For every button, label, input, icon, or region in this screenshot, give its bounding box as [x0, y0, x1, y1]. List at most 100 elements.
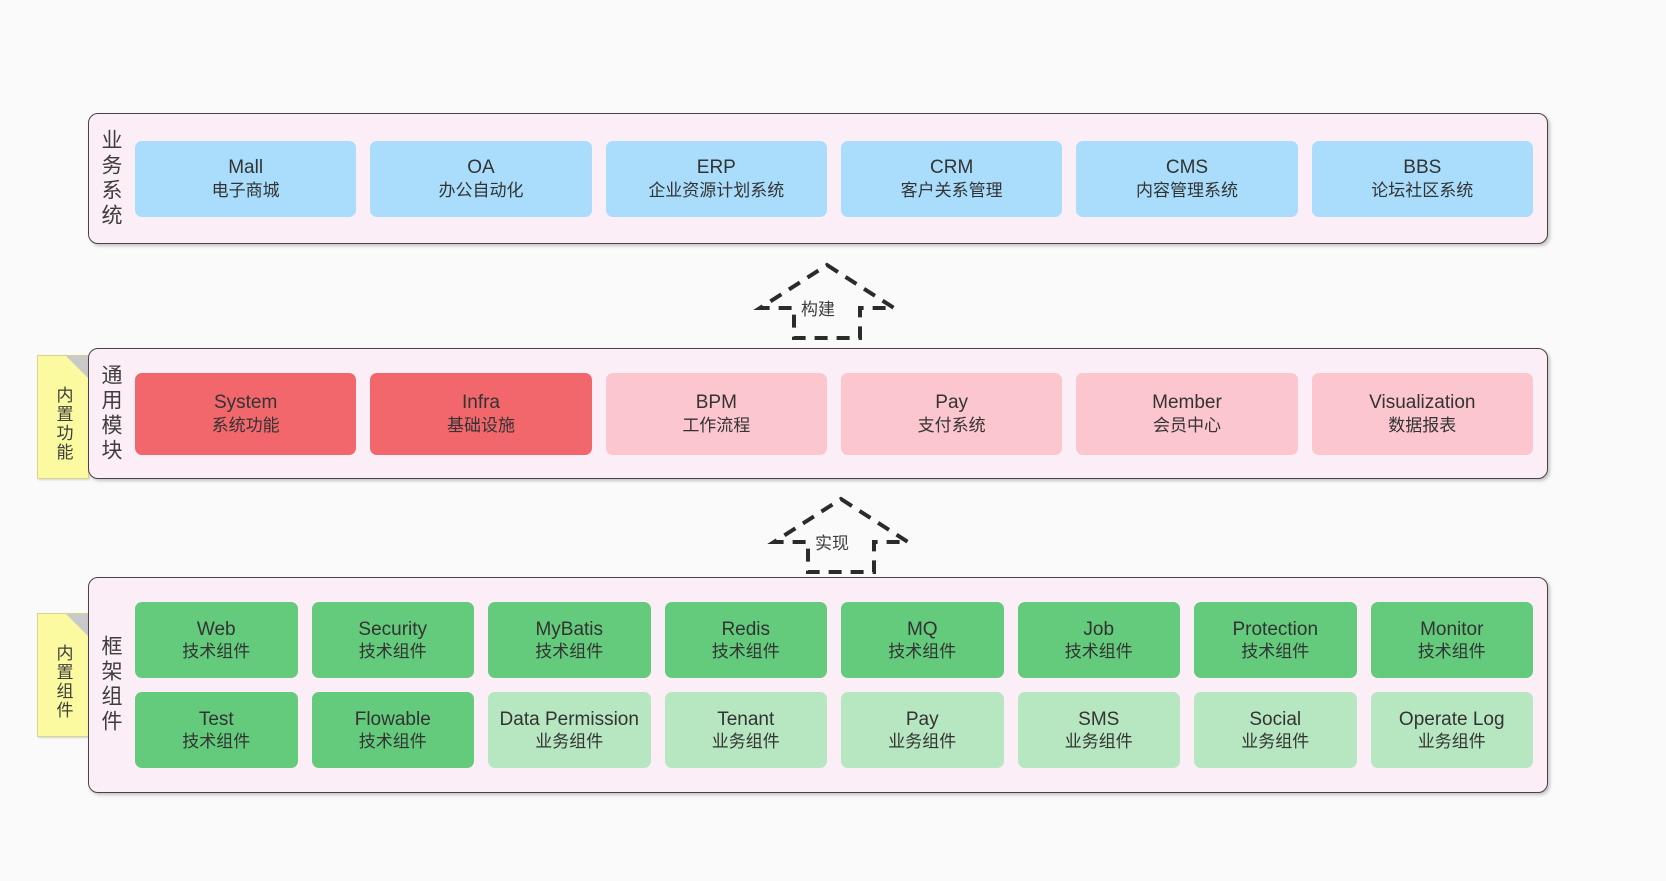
- card-subtitle: 技术组件: [1241, 642, 1310, 662]
- card-subtitle: 技术组件: [888, 642, 957, 662]
- layer-title-business-system: 业务系统: [99, 128, 122, 229]
- card-subtitle: 基础设施: [446, 415, 515, 435]
- card-subtitle: 业务组件: [1417, 732, 1486, 752]
- arrow-build: 构建: [753, 262, 901, 340]
- card-data-permission[interactable]: Data Permission 业务组件: [488, 692, 651, 768]
- card-title: Redis: [721, 618, 771, 640]
- sticky-note-label: 内置功能: [53, 386, 73, 462]
- arrow-implement-outline: [767, 496, 915, 574]
- card-bpm[interactable]: BPM 工作流程: [605, 372, 827, 455]
- card-subtitle: 电子商城: [211, 180, 280, 200]
- card-subtitle: 内容管理系统: [1135, 180, 1238, 200]
- card-title: SMS: [1078, 708, 1120, 730]
- card-title: Social: [1249, 708, 1302, 730]
- card-sms[interactable]: SMS 业务组件: [1017, 692, 1180, 768]
- card-subtitle: 工作流程: [682, 415, 751, 435]
- card-subtitle: 技术组件: [1417, 642, 1486, 662]
- card-mybatis[interactable]: MyBatis 技术组件: [488, 602, 651, 678]
- card-bbs[interactable]: BBS 论坛社区系统: [1311, 140, 1533, 217]
- card-test[interactable]: Test 技术组件: [135, 692, 298, 768]
- card-title: CMS: [1165, 157, 1209, 178]
- card-infra[interactable]: Infra 基础设施: [370, 372, 592, 455]
- card-subtitle: 业务组件: [1241, 732, 1310, 752]
- card-flowable[interactable]: Flowable 技术组件: [311, 692, 474, 768]
- card-title: Data Permission: [499, 708, 639, 730]
- card-subtitle: 客户关系管理: [900, 180, 1003, 200]
- card-mq[interactable]: MQ 技术组件: [841, 602, 1004, 678]
- layer-body-business-system: Mall 电子商城 OA 办公自动化 ERP 企业资源计划系统 CRM 客户关系…: [131, 114, 1547, 243]
- arrow-implement: 实现: [767, 496, 915, 574]
- layer-body-common-module: System 系统功能 Infra 基础设施 BPM 工作流程 Pay 支付系统…: [131, 349, 1547, 478]
- card-title: Pay: [905, 708, 939, 730]
- card-crm[interactable]: CRM 客户关系管理: [840, 140, 1063, 217]
- arrow-implement-label: 实现: [815, 534, 849, 553]
- card-title: BBS: [1403, 157, 1442, 178]
- card-subtitle: 业务组件: [535, 732, 604, 752]
- card-erp[interactable]: ERP 企业资源计划系统: [605, 140, 827, 217]
- card-subtitle: 业务组件: [1064, 732, 1133, 752]
- card-cms[interactable]: CMS 内容管理系统: [1076, 140, 1298, 217]
- layer-common-module: 通用模块 System 系统功能 Infra 基础设施 BPM 工作流程 Pay…: [88, 348, 1548, 479]
- card-subtitle: 支付系统: [917, 415, 986, 435]
- card-subtitle: 业务组件: [711, 732, 780, 752]
- card-member[interactable]: Member 会员中心: [1076, 372, 1298, 455]
- card-subtitle: 数据报表: [1388, 415, 1457, 435]
- card-subtitle: 技术组件: [711, 642, 780, 662]
- layer-title-common-module: 通用模块: [99, 363, 122, 464]
- card-oa[interactable]: OA 办公自动化: [370, 140, 592, 217]
- card-web[interactable]: Web 技术组件: [135, 602, 298, 678]
- card-operate-log[interactable]: Operate Log 业务组件: [1370, 692, 1533, 768]
- card-subtitle: 企业资源计划系统: [648, 180, 785, 200]
- layer-business-system: 业务系统 Mall 电子商城 OA 办公自动化 ERP 企业资源计划系统 CRM…: [88, 113, 1548, 244]
- layer-title-framework-component: 框架组件: [99, 635, 122, 735]
- card-row: Test 技术组件 Flowable 技术组件 Data Permission …: [135, 692, 1533, 768]
- card-subtitle: 业务组件: [888, 732, 957, 752]
- card-subtitle: 技术组件: [182, 642, 251, 662]
- card-social[interactable]: Social 业务组件: [1194, 692, 1357, 768]
- sticky-note-builtin-feature: 内置功能: [37, 355, 89, 479]
- card-visualization[interactable]: Visualization 数据报表: [1311, 372, 1533, 455]
- layer-body-framework-component: Web 技术组件 Security 技术组件 MyBatis 技术组件 Redi…: [131, 578, 1547, 792]
- card-tenant[interactable]: Tenant 业务组件: [664, 692, 827, 768]
- arrow-build-outline: [753, 262, 901, 340]
- arrow-build-label: 构建: [801, 300, 835, 319]
- card-title: Visualization: [1369, 392, 1476, 413]
- card-subtitle: 办公自动化: [438, 180, 524, 200]
- card-monitor[interactable]: Monitor 技术组件: [1370, 602, 1533, 678]
- card-subtitle: 技术组件: [358, 642, 427, 662]
- card-protection[interactable]: Protection 技术组件: [1194, 602, 1357, 678]
- card-title: MyBatis: [535, 618, 604, 640]
- card-subtitle: 会员中心: [1152, 415, 1221, 435]
- card-pay[interactable]: Pay 支付系统: [840, 372, 1063, 455]
- card-redis[interactable]: Redis 技术组件: [664, 602, 827, 678]
- card-title: Web: [196, 618, 236, 640]
- card-title: OA: [467, 157, 495, 178]
- card-subtitle: 技术组件: [358, 732, 427, 752]
- card-row: Mall 电子商城 OA 办公自动化 ERP 企业资源计划系统 CRM 客户关系…: [135, 140, 1533, 217]
- card-security[interactable]: Security 技术组件: [311, 602, 474, 678]
- card-subtitle: 论坛社区系统: [1371, 180, 1474, 200]
- card-title: Monitor: [1420, 618, 1484, 640]
- card-row: System 系统功能 Infra 基础设施 BPM 工作流程 Pay 支付系统…: [135, 372, 1533, 455]
- card-subtitle: 技术组件: [535, 642, 604, 662]
- card-title: System: [213, 392, 278, 413]
- card-title: Mall: [228, 157, 264, 178]
- card-row: Web 技术组件 Security 技术组件 MyBatis 技术组件 Redi…: [135, 602, 1533, 678]
- sticky-fold-icon: [66, 356, 88, 378]
- card-title: ERP: [696, 157, 736, 178]
- card-mall[interactable]: Mall 电子商城: [135, 140, 357, 217]
- card-title: Member: [1152, 392, 1222, 413]
- card-subtitle: 技术组件: [182, 732, 251, 752]
- card-job[interactable]: Job 技术组件: [1017, 602, 1180, 678]
- card-system[interactable]: System 系统功能: [135, 372, 357, 455]
- card-title: Tenant: [717, 708, 775, 730]
- card-pay-business[interactable]: Pay 业务组件: [841, 692, 1004, 768]
- card-title: BPM: [695, 392, 737, 413]
- layer-framework-component: 框架组件 Web 技术组件 Security 技术组件 MyBatis 技术组件…: [88, 577, 1548, 793]
- card-title: Infra: [461, 392, 500, 413]
- card-subtitle: 技术组件: [1064, 642, 1133, 662]
- card-title: Security: [358, 618, 428, 640]
- card-title: Operate Log: [1398, 708, 1505, 730]
- card-title: Protection: [1232, 618, 1319, 640]
